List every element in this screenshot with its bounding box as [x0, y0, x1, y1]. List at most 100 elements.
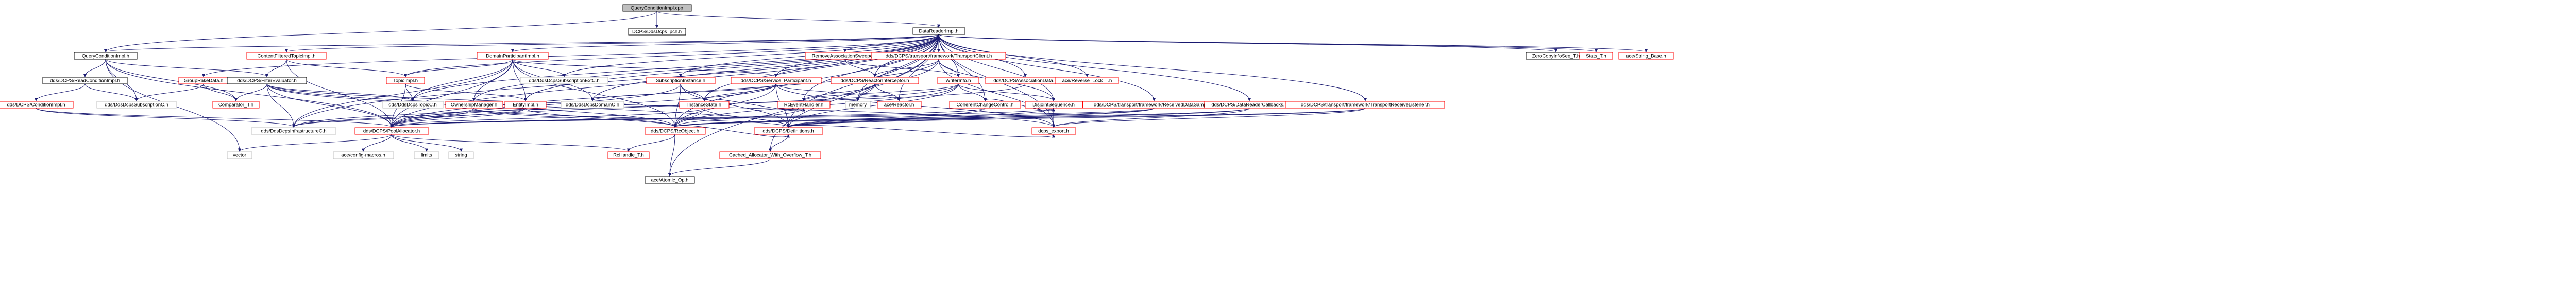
graph-nodes: QueryConditionImpl.cppDCPS/DdsDcps_pch.h… — [0, 4, 1674, 184]
file-node-box — [949, 101, 1021, 109]
file-node-memory: memory — [845, 101, 871, 109]
file-node-dri[interactable]: DataReaderImpl.h — [912, 27, 965, 35]
file-node-label: dcps_export.h — [1038, 129, 1069, 134]
file-node-dcpsexp[interactable]: dcps_export.h — [1031, 127, 1076, 135]
file-node-label: dds/DCPS/Service_Participant.h — [741, 78, 811, 84]
file-node-rci[interactable]: dds/DCPS/ReadConditionImpl.h — [42, 77, 128, 84]
file-node-box — [251, 127, 336, 135]
dependency-edge — [266, 83, 394, 128]
dependency-edge — [788, 125, 1056, 138]
file-node-istate[interactable]: InstanceState.h — [679, 101, 730, 109]
dependency-edge — [958, 83, 987, 101]
file-node-label: WriterInfo.h — [946, 78, 971, 84]
file-node-qci[interactable]: QueryConditionImpl.h — [74, 52, 138, 60]
file-node-fe[interactable]: dds/DCPS/FilterEvaluator.h — [227, 77, 307, 84]
file-node-dinfra: dds/DdsDcpsInfrastructureC.h — [251, 127, 336, 135]
file-node-rch[interactable]: RcHandle_T.h — [607, 151, 650, 159]
file-node-rint[interactable]: dds/DCPS/ReactorInterceptor.h — [831, 77, 919, 84]
dependency-edge — [562, 34, 939, 77]
file-node-cftimpl[interactable]: ContentFilteredTopicImpl.h — [246, 52, 327, 60]
dependency-edge — [590, 34, 939, 101]
file-node-wi[interactable]: WriterInfo.h — [937, 77, 979, 84]
dependency-edge — [938, 34, 1648, 52]
dependency-edge — [768, 134, 789, 152]
file-node-ttc[interactable]: dds/DCPS/transport/framework/TransportCl… — [871, 52, 1006, 60]
file-node-label: dds/DCPS/RcObject.h — [651, 129, 699, 134]
file-node-pch[interactable]: DCPS/DdsDcps_pch.h — [628, 28, 686, 36]
dependency-edge — [473, 108, 677, 128]
file-node-cached[interactable]: Cached_Allocator_With_Overflow_T.h — [719, 151, 821, 159]
file-node-dconds[interactable]: dds/DCPS/ConditionImpl.h — [0, 101, 74, 109]
file-node-box — [1285, 101, 1445, 109]
file-node-label: ace/Atomic_Op.h — [651, 178, 689, 183]
dependency-edge — [938, 34, 1089, 77]
dependency-edge — [403, 34, 939, 77]
file-node-ras[interactable]: RemoveAssociationSweeper.h — [805, 52, 885, 60]
file-node-root[interactable]: QueryConditionImpl.cpp — [622, 4, 692, 12]
dependency-edge — [938, 34, 1056, 101]
file-node-entity[interactable]: EntityImpl.h — [504, 101, 547, 109]
file-node-box — [0, 101, 74, 109]
file-node-gkd[interactable]: GroupRakeData.h — [178, 77, 229, 84]
file-node-dassoc[interactable]: dds/DCPS/AssociationData.h — [985, 77, 1065, 84]
dependency-edge — [405, 83, 415, 101]
file-node-defs[interactable]: dds/DCPS/Definitions.h — [754, 127, 823, 135]
file-node-box — [877, 101, 922, 109]
file-node-pool[interactable]: dds/DCPS/PoolAllocator.h — [354, 127, 429, 135]
dependency-edge — [36, 108, 393, 128]
file-node-label: dds/DCPS/transport/framework/TransportRe… — [1301, 102, 1430, 108]
file-node-box — [382, 101, 444, 109]
file-node-reh[interactable]: RcEventHandler.h — [777, 101, 831, 109]
file-node-label: dds/DCPS/Definitions.h — [762, 129, 814, 134]
dependency-edge — [938, 34, 1156, 101]
file-node-label: dds/DdsDcpsTopicC.h — [388, 102, 436, 108]
dependency-edge — [702, 83, 776, 101]
dependency-edge — [802, 83, 959, 101]
dependency-edge — [656, 11, 940, 28]
file-node-revlock[interactable]: ace/Reverse_Lock_T.h — [1055, 77, 1119, 84]
file-node-ccc[interactable]: CoherentChangeControl.h — [949, 101, 1021, 109]
file-node-strbase[interactable]: ace/String_Base.h — [1618, 52, 1674, 60]
file-node-label: SubscriptionInstance.h — [656, 78, 705, 84]
file-node-comparator[interactable]: Comparator_T.h — [212, 101, 260, 109]
dependency-edge — [674, 125, 790, 138]
file-node-om[interactable]: OwnershipManager.h — [445, 101, 503, 109]
file-node-dpimpl[interactable]: DomainParticipantImpl.h — [477, 52, 549, 60]
file-node-box — [912, 27, 965, 35]
file-node-rds[interactable]: dds/DCPS/transport/framework/ReceivedDat… — [1082, 101, 1226, 109]
file-node-label: EntityImpl.h — [513, 102, 538, 108]
dependency-edge — [786, 83, 959, 128]
dependency-edge — [285, 34, 939, 52]
file-node-box — [246, 52, 327, 60]
file-node-label: DisjointSequence.h — [1032, 102, 1075, 108]
dependency-edge — [84, 83, 139, 101]
file-node-box — [622, 4, 692, 12]
dependency-edge — [265, 59, 287, 77]
file-node-atomic[interactable]: ace/Atomic_Op.h — [645, 176, 695, 184]
file-node-sinst[interactable]: SubscriptionInstance.h — [646, 77, 716, 84]
dependency-edge — [525, 108, 677, 128]
file-node-box — [227, 77, 307, 84]
file-node-label: dds/DCPS/FilterEvaluator.h — [237, 78, 297, 84]
dependency-edge — [292, 108, 526, 128]
file-node-drcb[interactable]: dds/DCPS/DataReaderCallbacks.h — [1204, 101, 1295, 109]
dependency-edge — [472, 34, 939, 101]
file-node-areactor[interactable]: ace/Reactor.h — [877, 101, 922, 109]
file-node-zcs[interactable]: ZeroCopyInfoSeq_T.h — [1526, 52, 1587, 60]
file-node-rcobj[interactable]: dds/DCPS/RcObject.h — [645, 127, 706, 135]
dependency-edge — [411, 34, 939, 101]
file-node-trl[interactable]: dds/DCPS/transport/framework/TransportRe… — [1285, 101, 1445, 109]
file-node-box — [333, 151, 394, 159]
file-node-stats[interactable]: Stats_T.h — [1579, 52, 1613, 60]
file-node-topicimpl[interactable]: TopicImpl.h — [386, 77, 425, 84]
file-node-box — [212, 101, 260, 109]
file-node-sp[interactable]: dds/DCPS/Service_Participant.h — [731, 77, 822, 84]
dependency-edge — [286, 59, 408, 77]
dependency-edge — [673, 108, 1155, 128]
dependency-edge — [787, 108, 1366, 128]
file-node-box — [754, 127, 823, 135]
dependency-edge — [266, 83, 296, 128]
file-node-dseq[interactable]: DisjointSequence.h — [1025, 101, 1083, 109]
file-node-limits: limits — [414, 151, 439, 159]
dependency-edge — [202, 34, 939, 77]
